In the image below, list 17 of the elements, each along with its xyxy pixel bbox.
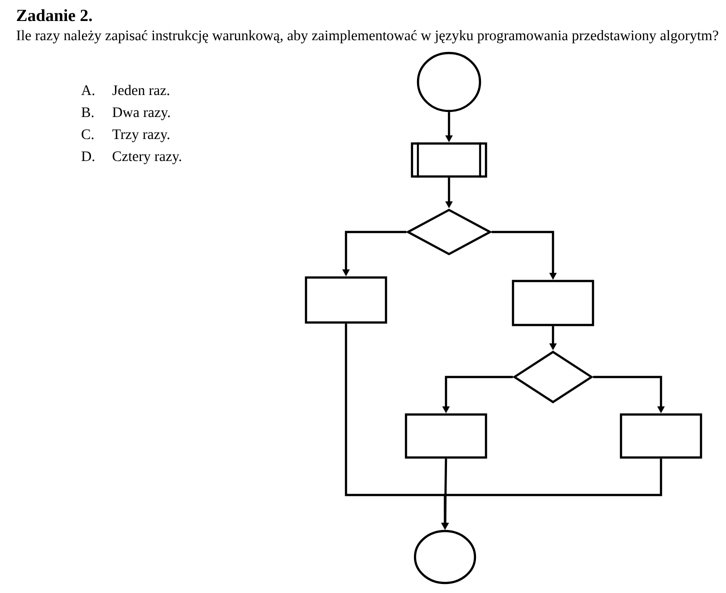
option-text: Trzy razy. [112, 130, 170, 142]
option-text: Jeden raz. [112, 84, 170, 96]
option-letter: C. [82, 129, 94, 140]
option-letter: A. [81, 85, 94, 96]
process-box [512, 280, 594, 326]
option-letter: B. [82, 108, 94, 118]
process-box [404, 413, 488, 459]
option-letter: D. [82, 152, 94, 162]
option-text: Dwa razy. [112, 108, 170, 120]
option-text: Cztery razy. [112, 151, 182, 164]
start-end-oval [416, 52, 482, 112]
title: Zadanie 2. [16, 9, 92, 22]
subroutine-box [410, 142, 488, 178]
process-box [620, 413, 702, 459]
start-end-oval [414, 530, 476, 584]
process-box [304, 276, 388, 324]
question-text: Ile razy należy zapisać instrukcję warunkową, aby zaimplementować w języku programowania przedstawiony algorytm? [16, 30, 718, 44]
